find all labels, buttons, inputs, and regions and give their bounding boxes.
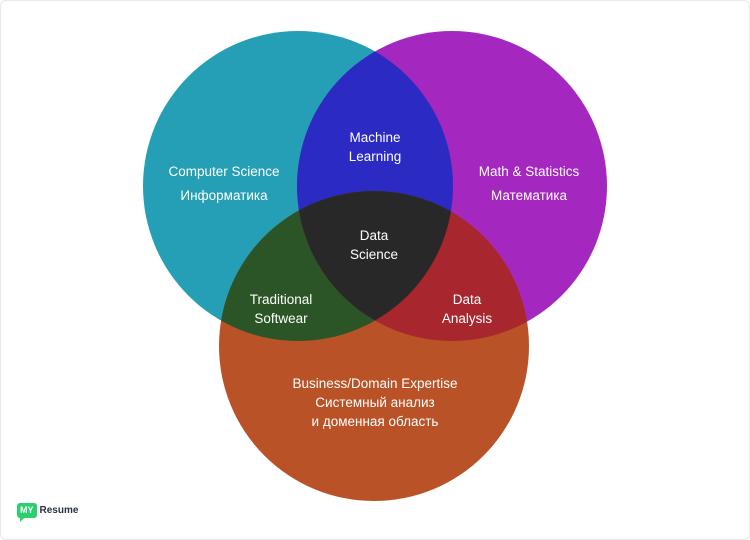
label-machine-learning-line1: Machine: [349, 130, 401, 145]
label-math-statistics: Math & Statistics Математика: [479, 162, 580, 205]
label-business-expertise: Business/Domain Expertise Системный анал…: [292, 374, 457, 431]
label-computer-science-ru: Информатика: [180, 188, 268, 203]
label-business-expertise-ru-line2: и доменная область: [311, 414, 439, 429]
label-computer-science-en: Computer Science: [168, 164, 280, 179]
logo-badge: MY: [17, 503, 37, 522]
label-business-expertise-en: Business/Domain Expertise: [292, 376, 458, 391]
label-data-analysis-line1: Data: [452, 292, 482, 307]
label-data-analysis-line2: Analysis: [441, 311, 493, 326]
label-data-analysis: Data Analysis: [442, 290, 492, 328]
label-data-science-line1: Data: [359, 228, 389, 243]
myresume-logo: MY Resume: [17, 503, 79, 522]
logo-text: Resume: [39, 505, 79, 516]
label-traditional-software-line2: Softwear: [254, 311, 308, 326]
label-business-expertise-ru-line1: Системный анализ: [315, 395, 435, 410]
label-machine-learning-line2: Learning: [348, 149, 402, 164]
label-machine-learning: Machine Learning: [349, 128, 402, 166]
label-computer-science: Computer Science Информатика: [168, 162, 279, 205]
label-data-science-line2: Science: [349, 247, 399, 262]
overlap-data-analysis: [297, 191, 529, 341]
label-traditional-software-line1: Traditional: [249, 292, 313, 307]
label-data-science: Data Science: [350, 226, 398, 264]
label-traditional-software: Traditional Softwear: [250, 290, 313, 328]
label-math-statistics-en: Math & Statistics: [478, 164, 580, 179]
label-math-statistics-ru: Математика: [490, 188, 568, 203]
